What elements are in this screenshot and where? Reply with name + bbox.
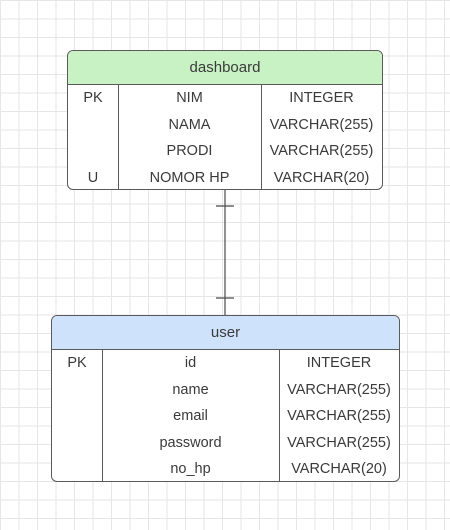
column-divider xyxy=(118,85,119,189)
entity-row[interactable]: PRODI VARCHAR(255) xyxy=(68,138,382,165)
field-name: no_hp xyxy=(170,461,211,478)
user-entity-title: user xyxy=(52,316,399,350)
field-name: NAMA xyxy=(168,116,211,133)
field-name: name xyxy=(172,381,209,398)
field-key: PK xyxy=(83,90,103,107)
field-type: INTEGER xyxy=(306,355,372,372)
field-name: NIM xyxy=(176,90,203,107)
field-name: email xyxy=(173,408,208,425)
field-key xyxy=(52,377,102,404)
field-type: VARCHAR(255) xyxy=(287,434,391,451)
field-name: id xyxy=(184,355,197,372)
field-key: PK xyxy=(67,355,87,372)
user-entity[interactable]: user PK id INTEGER name VARCHAR(255) ema… xyxy=(51,315,400,482)
field-key xyxy=(68,112,118,139)
entity-row[interactable]: name VARCHAR(255) xyxy=(52,377,399,404)
entity-row[interactable]: PK id INTEGER xyxy=(52,350,399,377)
field-type: VARCHAR(255) xyxy=(287,408,391,425)
entity-row[interactable]: no_hp VARCHAR(20) xyxy=(52,456,399,481)
field-name: PRODI xyxy=(166,143,213,160)
column-divider xyxy=(261,85,262,189)
field-key xyxy=(52,403,102,430)
field-type: INTEGER xyxy=(289,90,354,107)
column-divider xyxy=(279,350,280,481)
field-type: VARCHAR(255) xyxy=(269,116,374,133)
entity-row[interactable]: password VARCHAR(255) xyxy=(52,430,399,457)
field-key xyxy=(52,456,102,481)
field-key: U xyxy=(87,169,99,186)
field-key xyxy=(68,138,118,165)
entity-row[interactable]: PK NIM INTEGER xyxy=(68,85,382,112)
entity-row[interactable]: email VARCHAR(255) xyxy=(52,403,399,430)
field-name: NOMOR HP xyxy=(149,169,230,186)
field-type: VARCHAR(20) xyxy=(291,461,387,478)
field-type: VARCHAR(255) xyxy=(287,381,391,398)
field-type: VARCHAR(20) xyxy=(273,169,370,186)
entity-row[interactable]: U NOMOR HP VARCHAR(20) xyxy=(68,165,382,190)
column-divider xyxy=(102,350,103,481)
dashboard-entity-title: dashboard xyxy=(68,51,382,85)
entity-row[interactable]: NAMA VARCHAR(255) xyxy=(68,112,382,139)
field-type: VARCHAR(255) xyxy=(269,143,374,160)
user-entity-fields: PK id INTEGER name VARCHAR(255) email VA… xyxy=(52,350,399,481)
dashboard-entity[interactable]: dashboard PK NIM INTEGER NAMA VARCHAR(25… xyxy=(67,50,383,190)
field-name: password xyxy=(159,434,222,451)
field-key xyxy=(52,430,102,457)
dashboard-entity-fields: PK NIM INTEGER NAMA VARCHAR(255) PRODI V… xyxy=(68,85,382,190)
